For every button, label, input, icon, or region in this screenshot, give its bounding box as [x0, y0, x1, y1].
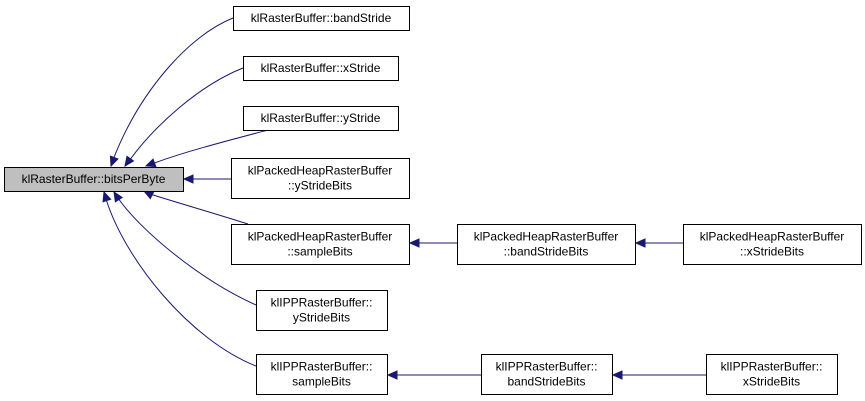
edge-arrowhead: [102, 190, 112, 203]
node-pkXStrideBits[interactable]: klPackedHeapRasterBuffer::xStrideBits: [683, 224, 862, 265]
node-label: ::bandStrideBits: [504, 245, 589, 259]
edge-line: [151, 129, 269, 165]
node-label: sampleBits: [292, 375, 351, 389]
node-root[interactable]: klRasterBuffer::bitsPerByte: [4, 167, 184, 192]
node-label: ::xStrideBits: [740, 245, 804, 259]
edge-arrowhead: [634, 238, 646, 248]
node-label: klIPPRasterBuffer::: [271, 296, 373, 310]
nodes: klRasterBuffer::bitsPerByte klRasterBuffe…: [4, 6, 862, 395]
node-pkBandStrideBits[interactable]: klPackedHeapRasterBuffer::bandStrideBits: [457, 224, 636, 265]
node-label: xStrideBits: [743, 375, 800, 389]
edge-arrowhead: [182, 174, 194, 184]
node-label: klRasterBuffer::yStride: [261, 111, 381, 125]
node-xStride[interactable]: klRasterBuffer::xStride: [243, 56, 399, 81]
node-box: [256, 290, 388, 331]
edge-line: [105, 198, 257, 367]
node-label: klIPPRasterBuffer::: [271, 360, 373, 374]
edge-xStride-to-root: [124, 67, 244, 168]
node-box: [243, 56, 399, 81]
edge-pkYStrideBits-to-root: [182, 174, 231, 184]
edge-line: [128, 67, 244, 162]
node-label: yStrideBits: [293, 311, 350, 325]
edge-pkXStrideBits-to-pkBandStrideBits: [634, 238, 683, 248]
edge-ippXStrideBits-to-ippBandStrideBits: [611, 370, 706, 380]
node-label: klPackedHeapRasterBuffer: [700, 230, 845, 244]
node-bandStride[interactable]: klRasterBuffer::bandStride: [233, 6, 410, 31]
node-label: klPackedHeapRasterBuffer: [248, 164, 393, 178]
edge-line: [112, 17, 234, 161]
node-box: [256, 354, 388, 395]
node-pkSampleBits[interactable]: klPackedHeapRasterBuffer::sampleBits: [231, 224, 410, 265]
edge-arrowhead: [386, 370, 398, 380]
node-ippBandStrideBits[interactable]: klIPPRasterBuffer::bandStrideBits: [481, 354, 613, 395]
node-ippSampleBits[interactable]: klIPPRasterBuffer::sampleBits: [256, 354, 388, 395]
node-label: klRasterBuffer::bandStride: [251, 11, 392, 25]
node-box: [233, 6, 410, 31]
edge-bandStride-to-root: [109, 17, 234, 168]
node-label: klIPPRasterBuffer::: [721, 360, 823, 374]
edge-yStride-to-root: [144, 129, 269, 168]
node-box: [243, 106, 399, 131]
node-box: [457, 224, 636, 265]
node-box: [706, 354, 838, 395]
edge-pkBandStrideBits-to-pkSampleBits: [408, 238, 457, 248]
edge-ippYStrideBits-to-root: [113, 190, 257, 306]
node-ippXStrideBits[interactable]: klIPPRasterBuffer::xStrideBits: [706, 354, 838, 395]
node-label: bandStrideBits: [507, 375, 585, 389]
edges: [102, 17, 706, 380]
node-box: [481, 354, 613, 395]
node-box: [231, 224, 410, 265]
node-label: klPackedHeapRasterBuffer: [248, 230, 393, 244]
edge-arrowhead: [113, 190, 124, 203]
edge-arrowhead: [611, 370, 623, 380]
edge-arrowhead: [408, 238, 420, 248]
node-box: [231, 158, 410, 199]
edge-line: [149, 193, 249, 225]
edge-ippSampleBits-to-root: [102, 190, 257, 367]
node-ippYStrideBits[interactable]: klIPPRasterBuffer::yStrideBits: [256, 290, 388, 331]
node-label: ::yStrideBits: [288, 179, 352, 193]
edge-arrowhead: [142, 190, 155, 200]
node-label: ::sampleBits: [287, 245, 352, 259]
edge-ippBandStrideBits-to-ippSampleBits: [386, 370, 481, 380]
edge-arrowhead: [124, 155, 135, 168]
node-label: klIPPRasterBuffer::: [496, 360, 598, 374]
edge-line: [117, 197, 257, 306]
node-label: klRasterBuffer::bitsPerByte: [22, 172, 166, 186]
node-label: klPackedHeapRasterBuffer: [474, 230, 619, 244]
root-node-box: [4, 167, 184, 192]
edge-arrowhead: [144, 158, 157, 168]
node-pkYStrideBits[interactable]: klPackedHeapRasterBuffer::yStrideBits: [231, 158, 410, 199]
node-label: klRasterBuffer::xStride: [261, 61, 381, 75]
edge-arrowhead: [109, 155, 119, 168]
node-yStride[interactable]: klRasterBuffer::yStride: [243, 106, 399, 131]
node-box: [683, 224, 862, 265]
